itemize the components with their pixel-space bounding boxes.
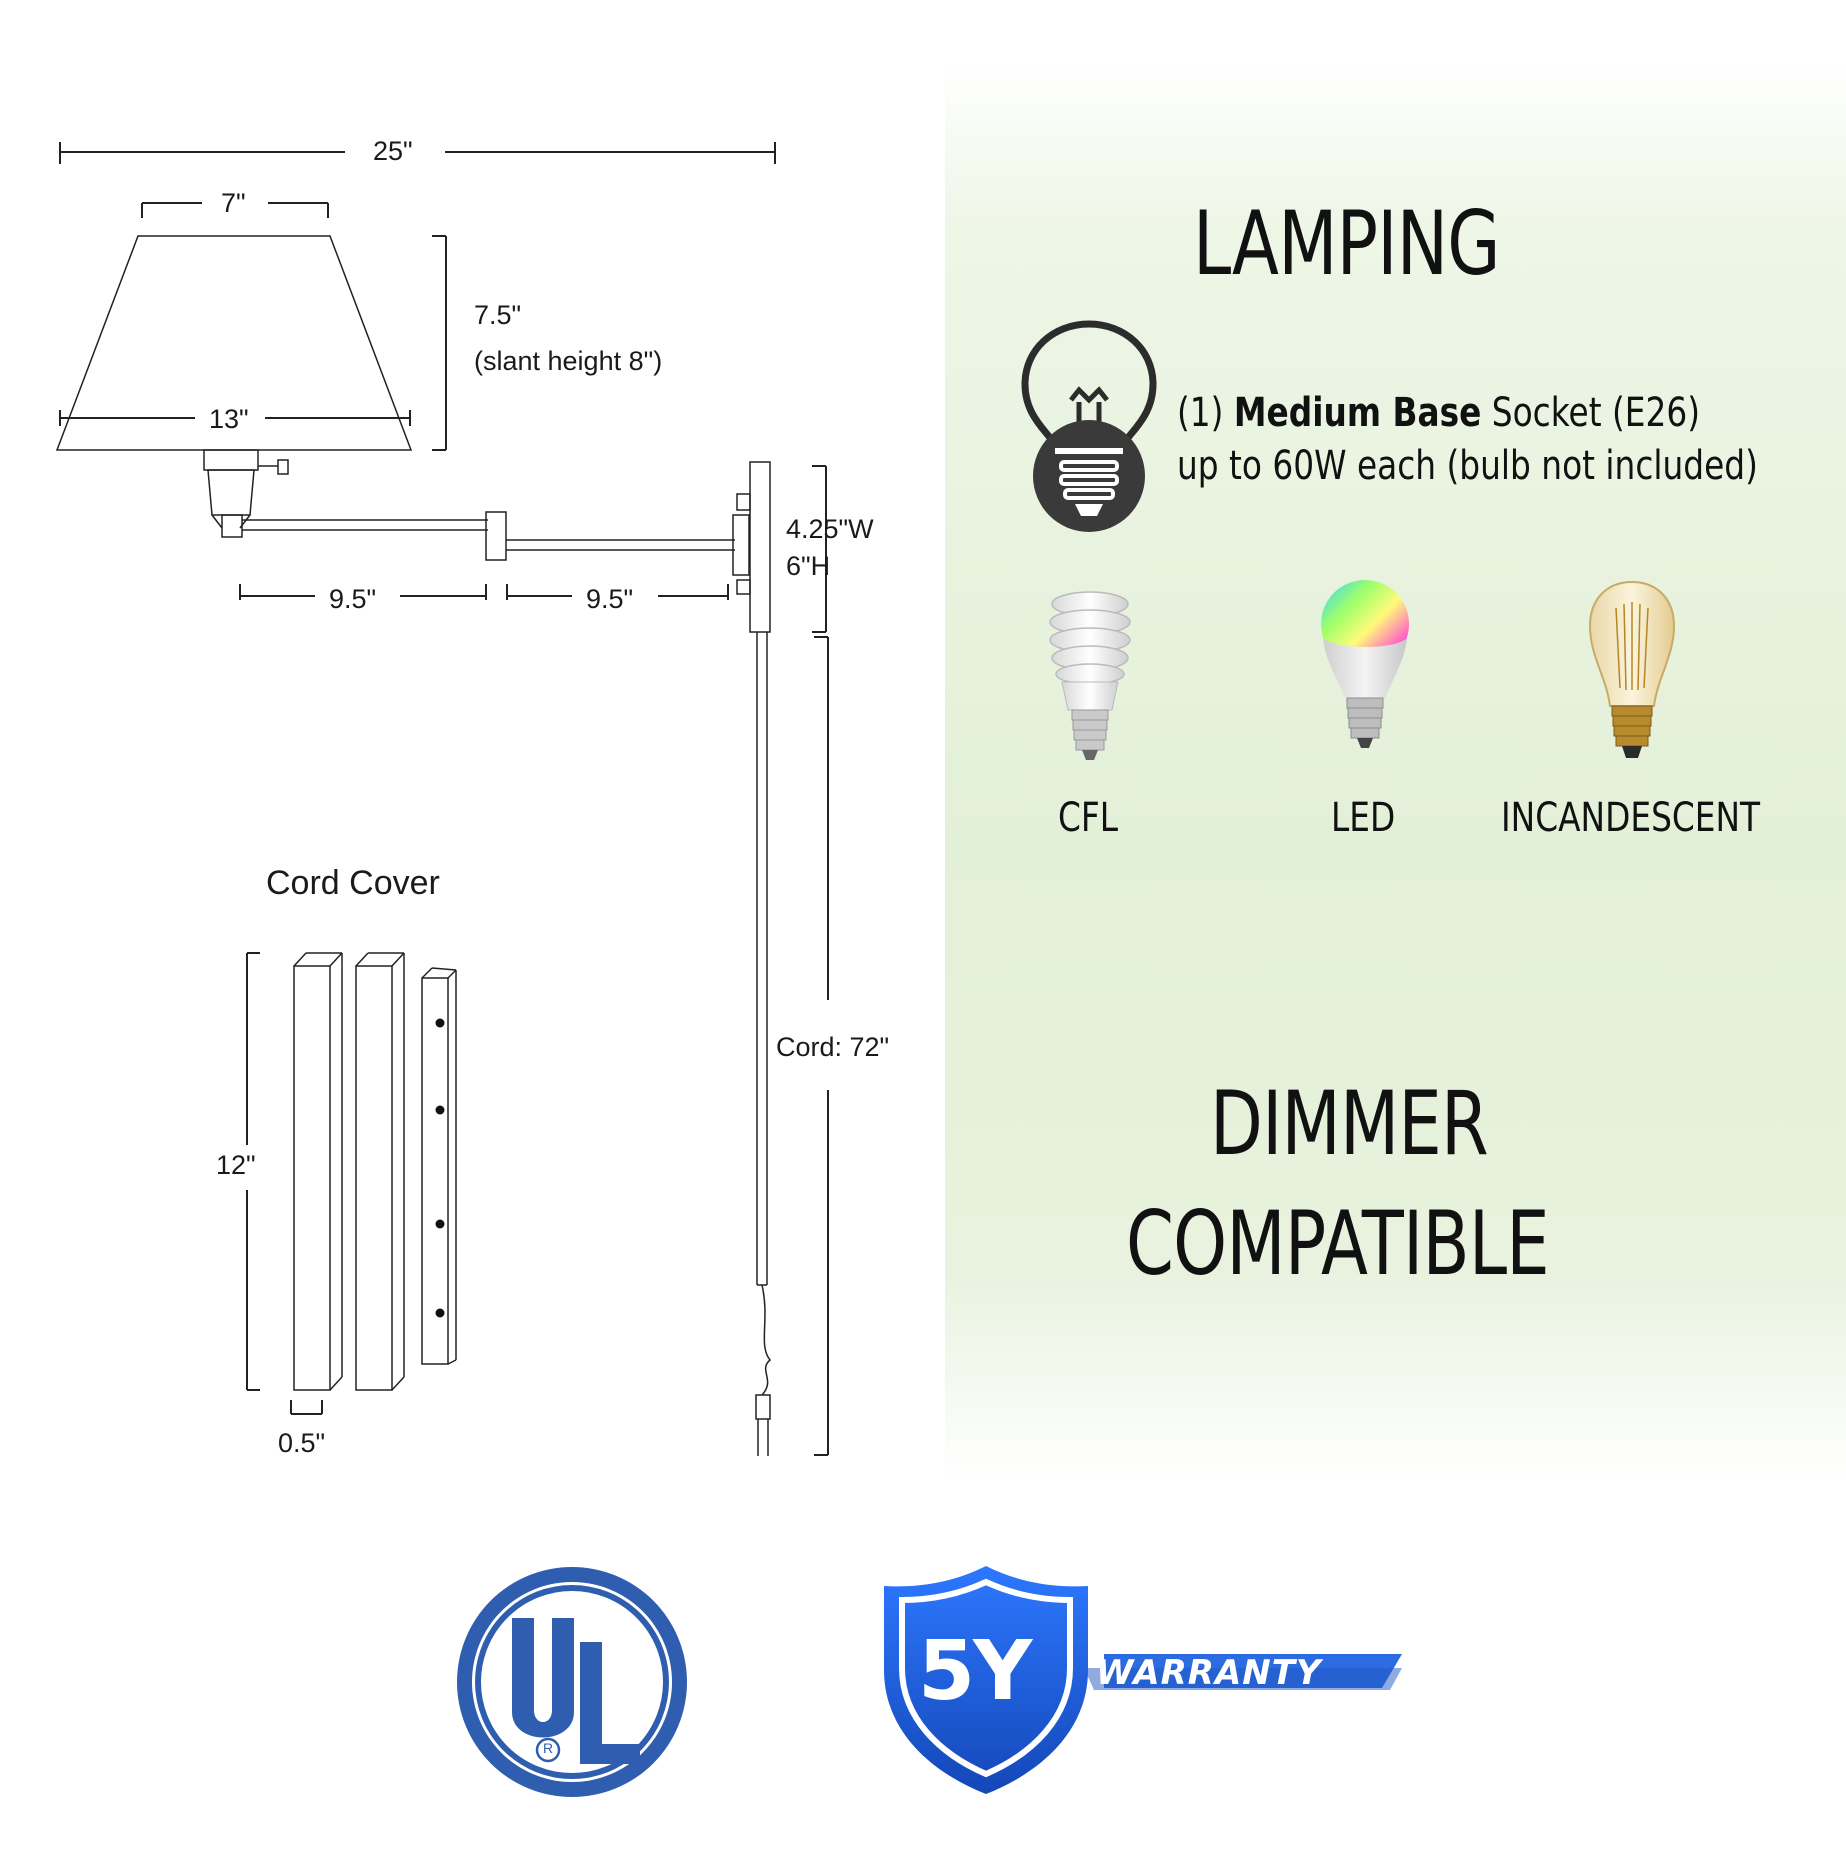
- cord-cover-width-dimension-line: [290, 1400, 323, 1415]
- lampshade-outline: [55, 235, 413, 451]
- cord-cover-length-dimension-line: [246, 952, 260, 1391]
- arm-segment-2-dimension-line: [506, 584, 729, 600]
- shade-height-dimension-line: [432, 235, 447, 451]
- incandescent-bulb-icon: [1588, 580, 1676, 758]
- overall-width-dimension-line: [59, 142, 776, 164]
- shade-top-dimension-line: [141, 202, 329, 218]
- cord-length-dimension-line: [814, 636, 829, 1456]
- cord-cover-screw-holes: [435, 1018, 445, 1318]
- dimmer-heading-line-1: DIMMER: [1210, 1072, 1489, 1175]
- dimmer-heading-line-2: COMPATIBLE: [1126, 1192, 1550, 1295]
- lamp-socket-drawing: [203, 449, 289, 529]
- shade-slant-label: (slant height 8"): [474, 346, 663, 376]
- cord-cover-piece-3: [421, 967, 457, 1365]
- cord-cover-width-label: 0.5": [278, 1428, 326, 1458]
- ul-certification-logo: [457, 1567, 687, 1797]
- warranty-years: 5Y: [918, 1624, 1032, 1719]
- socket-type: Medium Base: [1233, 390, 1482, 436]
- cord-length-label: Cord: 72": [776, 1032, 890, 1062]
- lamping-panel-background: [945, 60, 1846, 1480]
- bulb-label-incandescent: INCANDESCENT: [1501, 795, 1761, 841]
- wattage-description: up to 60W each (bulb not included): [1177, 443, 1758, 489]
- cord-cover-title: Cord Cover: [266, 864, 440, 902]
- overall-width-label: 25": [373, 136, 413, 166]
- backplate-height-label: 6"H: [786, 551, 831, 581]
- swing-arm-drawing: [221, 511, 750, 576]
- shade-bottom-dimension-line: [59, 410, 411, 426]
- cord-cover-length-label: 12": [216, 1150, 256, 1180]
- wall-backplate-drawing: [736, 461, 771, 633]
- cord-cover-piece-1: [293, 952, 343, 1391]
- lamping-heading: LAMPING: [1193, 192, 1500, 295]
- arm-segment-1-dimension-line: [239, 584, 487, 600]
- ul-registered-mark: R: [542, 1740, 554, 1756]
- socket-suffix: Socket (E26): [1491, 390, 1701, 436]
- light-bulb-icon: [1021, 320, 1157, 532]
- socket-count: (1): [1177, 390, 1224, 436]
- warranty-label: WARRANTY: [1096, 1653, 1322, 1693]
- cord-cover-piece-2: [355, 952, 405, 1391]
- arm-segment-2-label: 9.5": [586, 584, 634, 614]
- backplate-width-label: 4.25"W: [786, 514, 874, 544]
- warranty-badge: [884, 1566, 1402, 1794]
- power-cord-drawing: [755, 632, 772, 1456]
- backplate-height-dimension-line: [812, 465, 827, 633]
- bulb-label-cfl: CFL: [1058, 795, 1119, 841]
- led-bulb-icon: [1321, 580, 1409, 748]
- shade-bottom-label: 13": [209, 404, 249, 434]
- bulb-label-led: LED: [1331, 795, 1396, 841]
- lamp-dimension-drawing: [55, 142, 829, 1456]
- socket-description: (1) Medium Base Socket (E26): [1177, 390, 1700, 436]
- arm-segment-1-label: 9.5": [329, 584, 377, 614]
- shade-top-label: 7": [221, 188, 246, 218]
- shade-height-label: 7.5": [474, 300, 522, 330]
- cfl-bulb-icon: [1049, 591, 1131, 760]
